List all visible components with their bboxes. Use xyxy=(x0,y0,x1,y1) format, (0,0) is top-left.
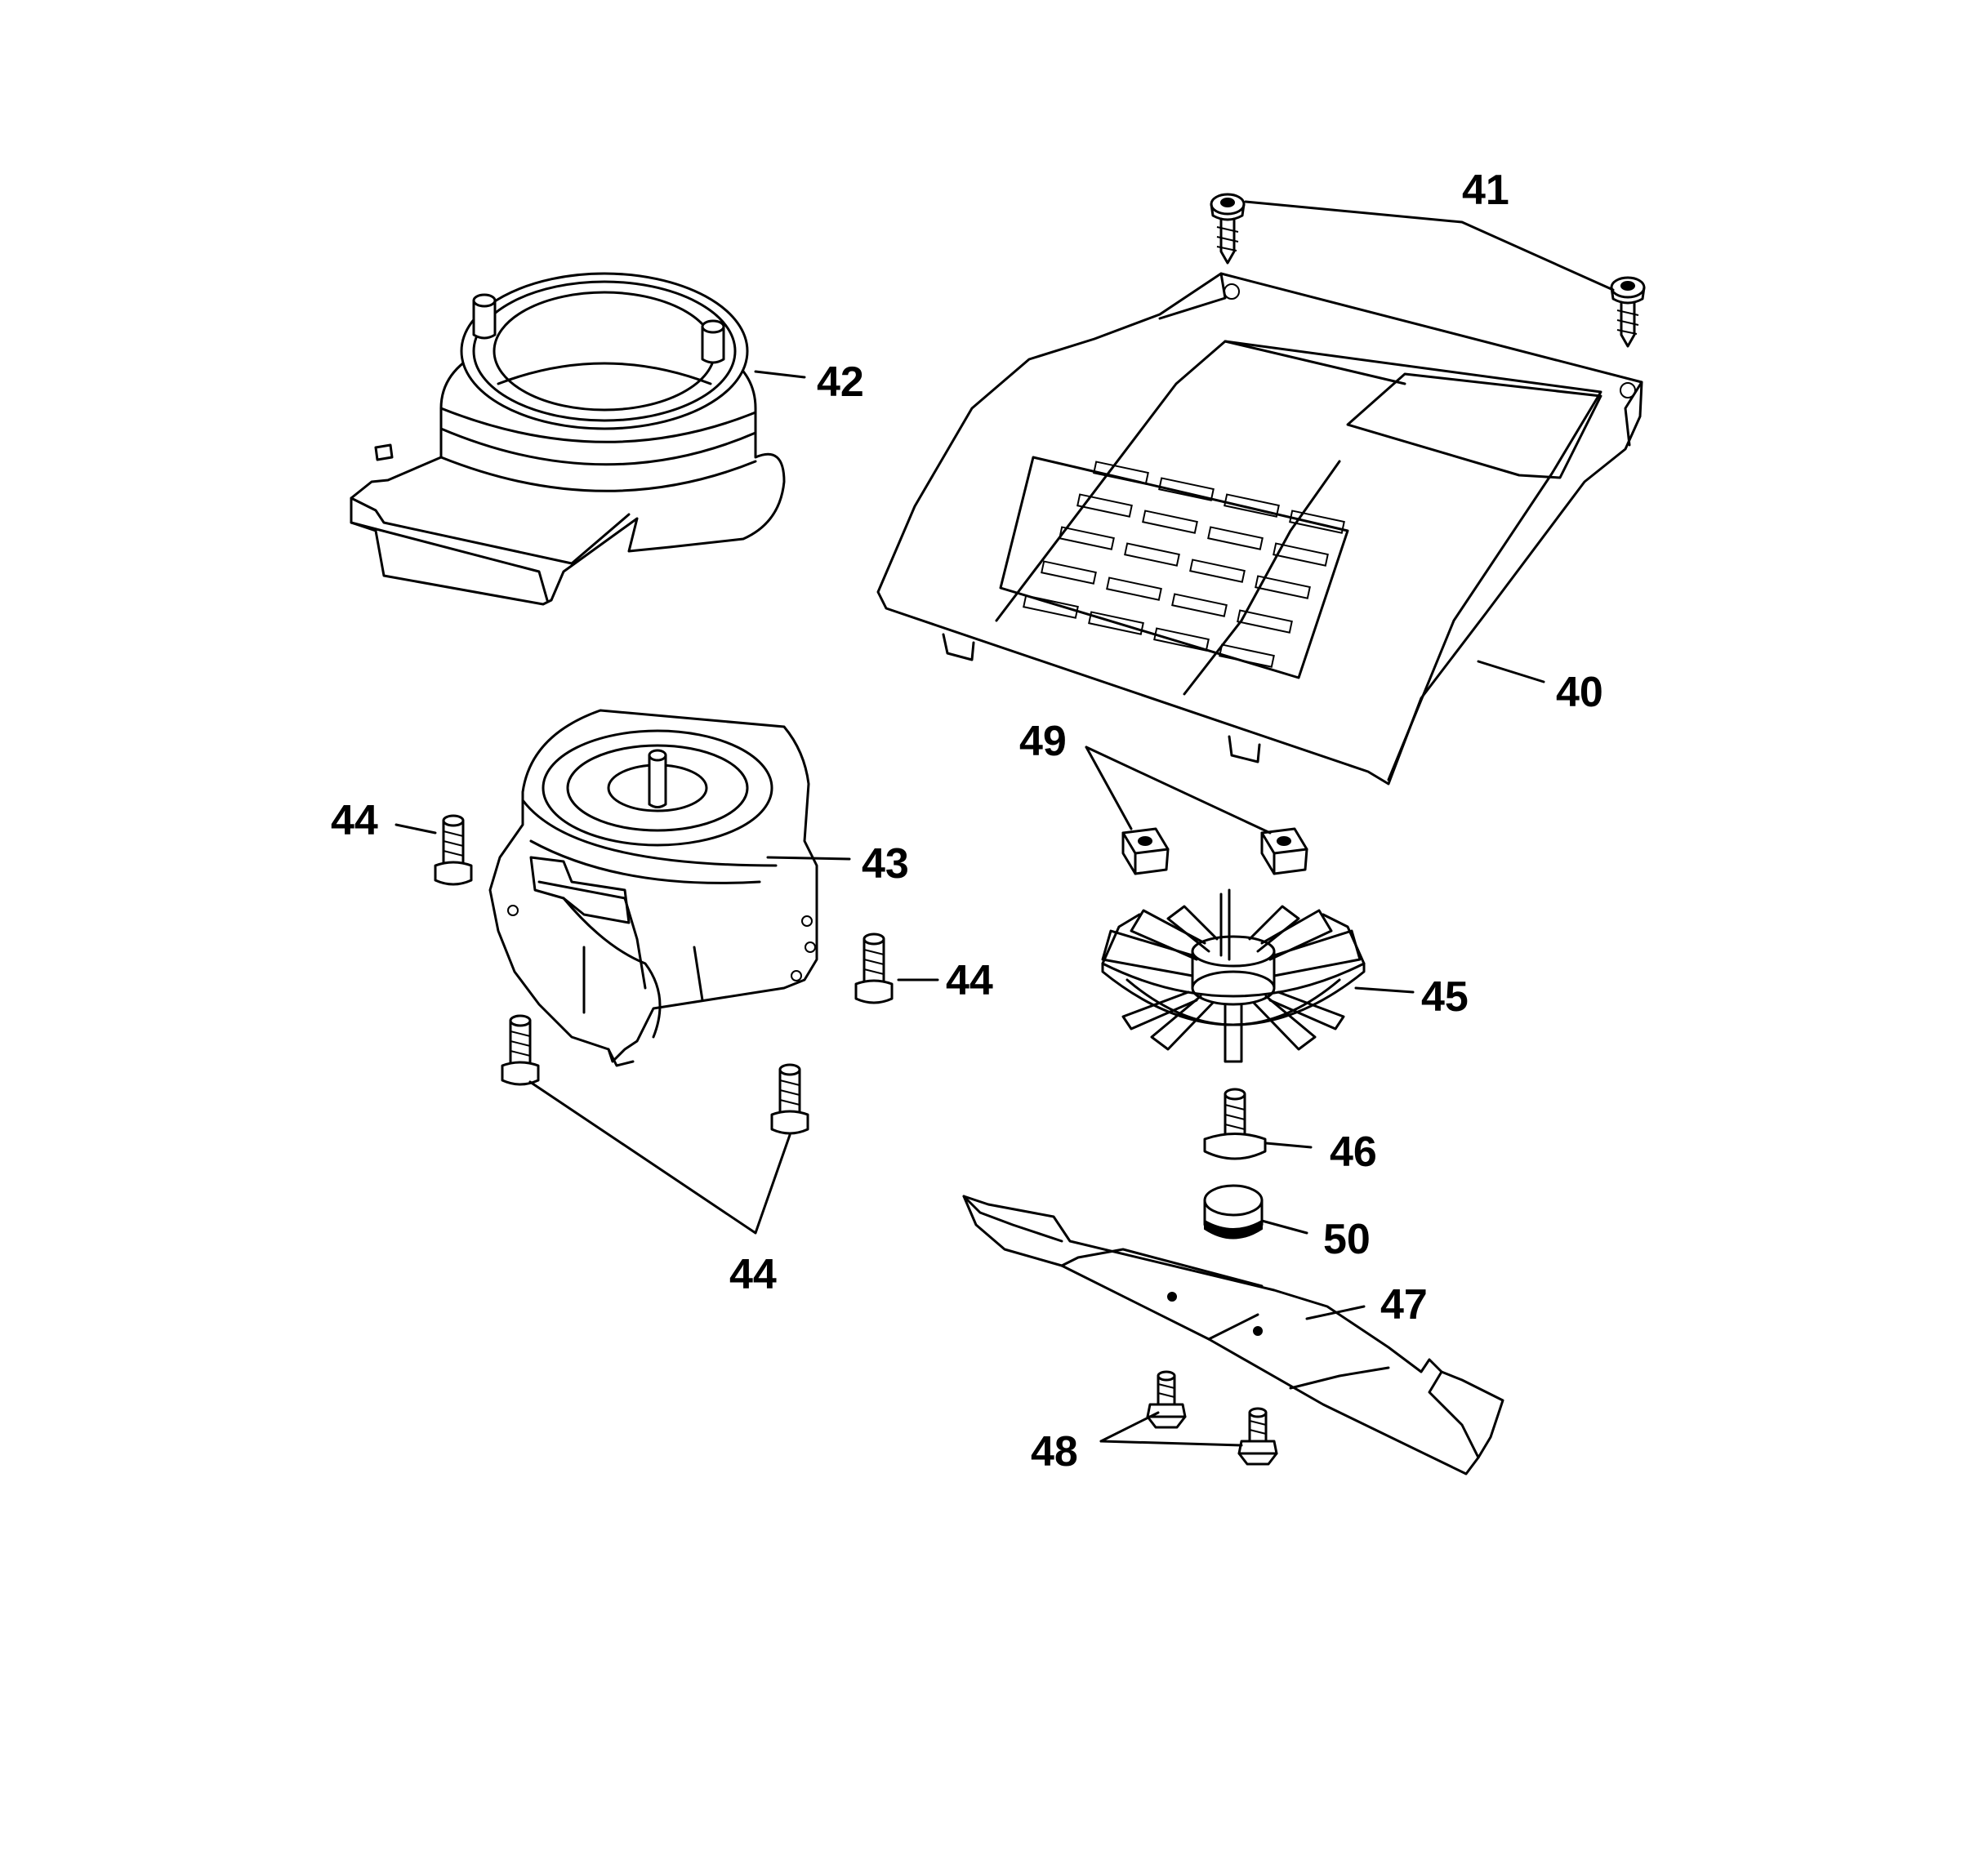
vent-slots xyxy=(1023,461,1345,668)
part-50-blade-adapter xyxy=(1203,1184,1264,1240)
part-46-blade-bolt xyxy=(1203,1088,1267,1160)
part-44-bolt-4 xyxy=(770,1063,809,1135)
part-41-screw-left xyxy=(1210,193,1246,265)
part-43-motor xyxy=(488,709,818,1067)
callout-49: 49 xyxy=(1019,718,1067,765)
part-44-bolt-3 xyxy=(501,1014,540,1086)
part-42-motor-housing xyxy=(350,272,786,606)
part-48-bolt-right xyxy=(1237,1407,1278,1466)
part-48-bolt-left xyxy=(1146,1370,1187,1429)
callout-48: 48 xyxy=(1031,1428,1078,1476)
callout-46: 46 xyxy=(1330,1128,1377,1176)
callout-47: 47 xyxy=(1380,1281,1428,1329)
callout-44-right: 44 xyxy=(946,957,993,1004)
part-44-bolt-2 xyxy=(854,932,894,1004)
part-47-blade xyxy=(962,1195,1504,1476)
part-44-bolt-1 xyxy=(434,814,473,886)
callout-44-left: 44 xyxy=(331,797,378,844)
callout-41: 41 xyxy=(1462,167,1509,214)
callout-labels: 40 41 42 43 44 44 44 45 46 47 48 49 50 xyxy=(331,167,1603,1476)
part-40-deck-cover xyxy=(876,272,1643,786)
callout-44-bottom: 44 xyxy=(729,1251,777,1298)
callout-42: 42 xyxy=(817,358,864,406)
leader-lines xyxy=(394,200,1615,1447)
part-41-screw-right xyxy=(1610,276,1646,348)
part-45-fan xyxy=(1101,888,1366,1063)
part-49-nut-left xyxy=(1121,827,1170,875)
callout-50: 50 xyxy=(1323,1216,1371,1263)
callout-43: 43 xyxy=(862,840,909,888)
callout-45: 45 xyxy=(1421,973,1469,1021)
part-49-nut-right xyxy=(1260,827,1308,875)
callout-40: 40 xyxy=(1556,669,1603,716)
